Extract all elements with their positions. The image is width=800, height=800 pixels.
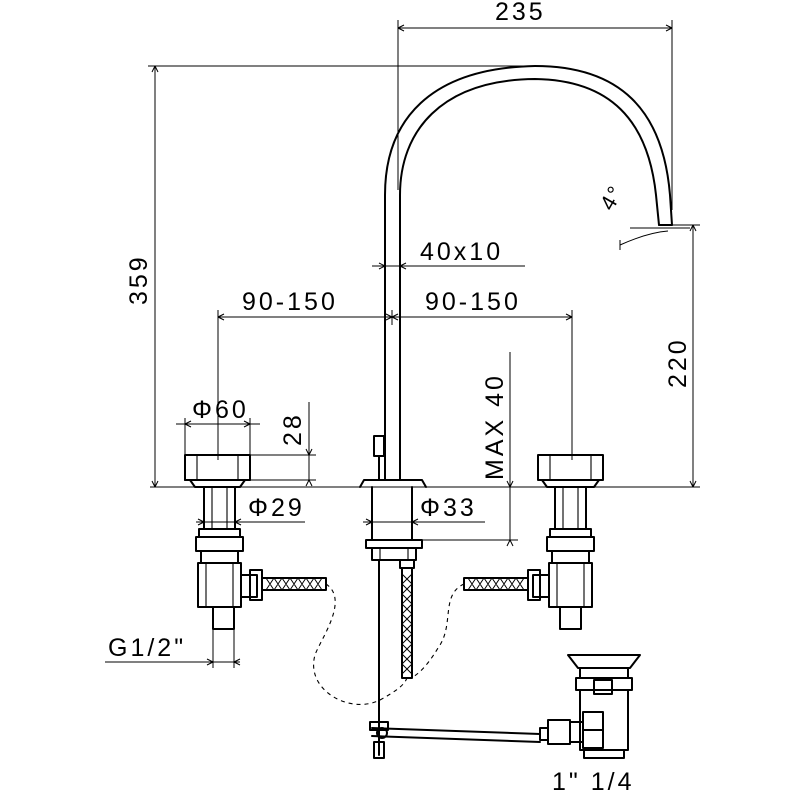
label-outlet-height: 220 [664,337,692,388]
dim-total-height [148,65,540,488]
label-spacing-right: 90-150 [425,288,521,316]
label-inlet-thread: G1/2" [108,634,186,662]
dim-base-diameter [363,518,485,526]
left-valve [184,454,263,630]
right-valve [527,454,604,630]
label-waste-size: 1" 1/4 [552,768,634,796]
dim-handle-height [250,402,316,487]
label-handle-diameter: Φ60 [192,396,249,424]
dim-section [372,262,525,270]
dim-handle-diameter [176,418,260,455]
dim-angle [619,227,690,250]
label-angle: 4° [595,180,629,214]
label-reach: 235 [495,0,546,26]
dim-tail-diameter [196,518,305,526]
central-hose [399,559,415,679]
spout-base [359,479,427,561]
dim-spacing [217,310,573,460]
dim-outlet-height [672,224,700,488]
right-hose [463,577,529,591]
popup-waste [539,654,641,759]
dim-reach [397,20,673,210]
label-section: 40x10 [420,238,503,266]
label-max-deck: MAX 40 [481,373,509,480]
hose-path-right [406,583,465,679]
hose-path-left [313,583,408,705]
spout [373,65,673,481]
label-spacing-left: 90-150 [242,288,338,316]
popup-rod [369,559,541,759]
label-total-height: 359 [125,254,153,305]
dim-deck-thickness [422,352,518,547]
label-base-diameter: Φ33 [420,494,477,522]
dim-inlet [105,629,241,668]
label-handle-height: 28 [279,412,307,446]
left-hose [261,577,327,591]
label-tail-diameter: Φ29 [248,494,305,522]
